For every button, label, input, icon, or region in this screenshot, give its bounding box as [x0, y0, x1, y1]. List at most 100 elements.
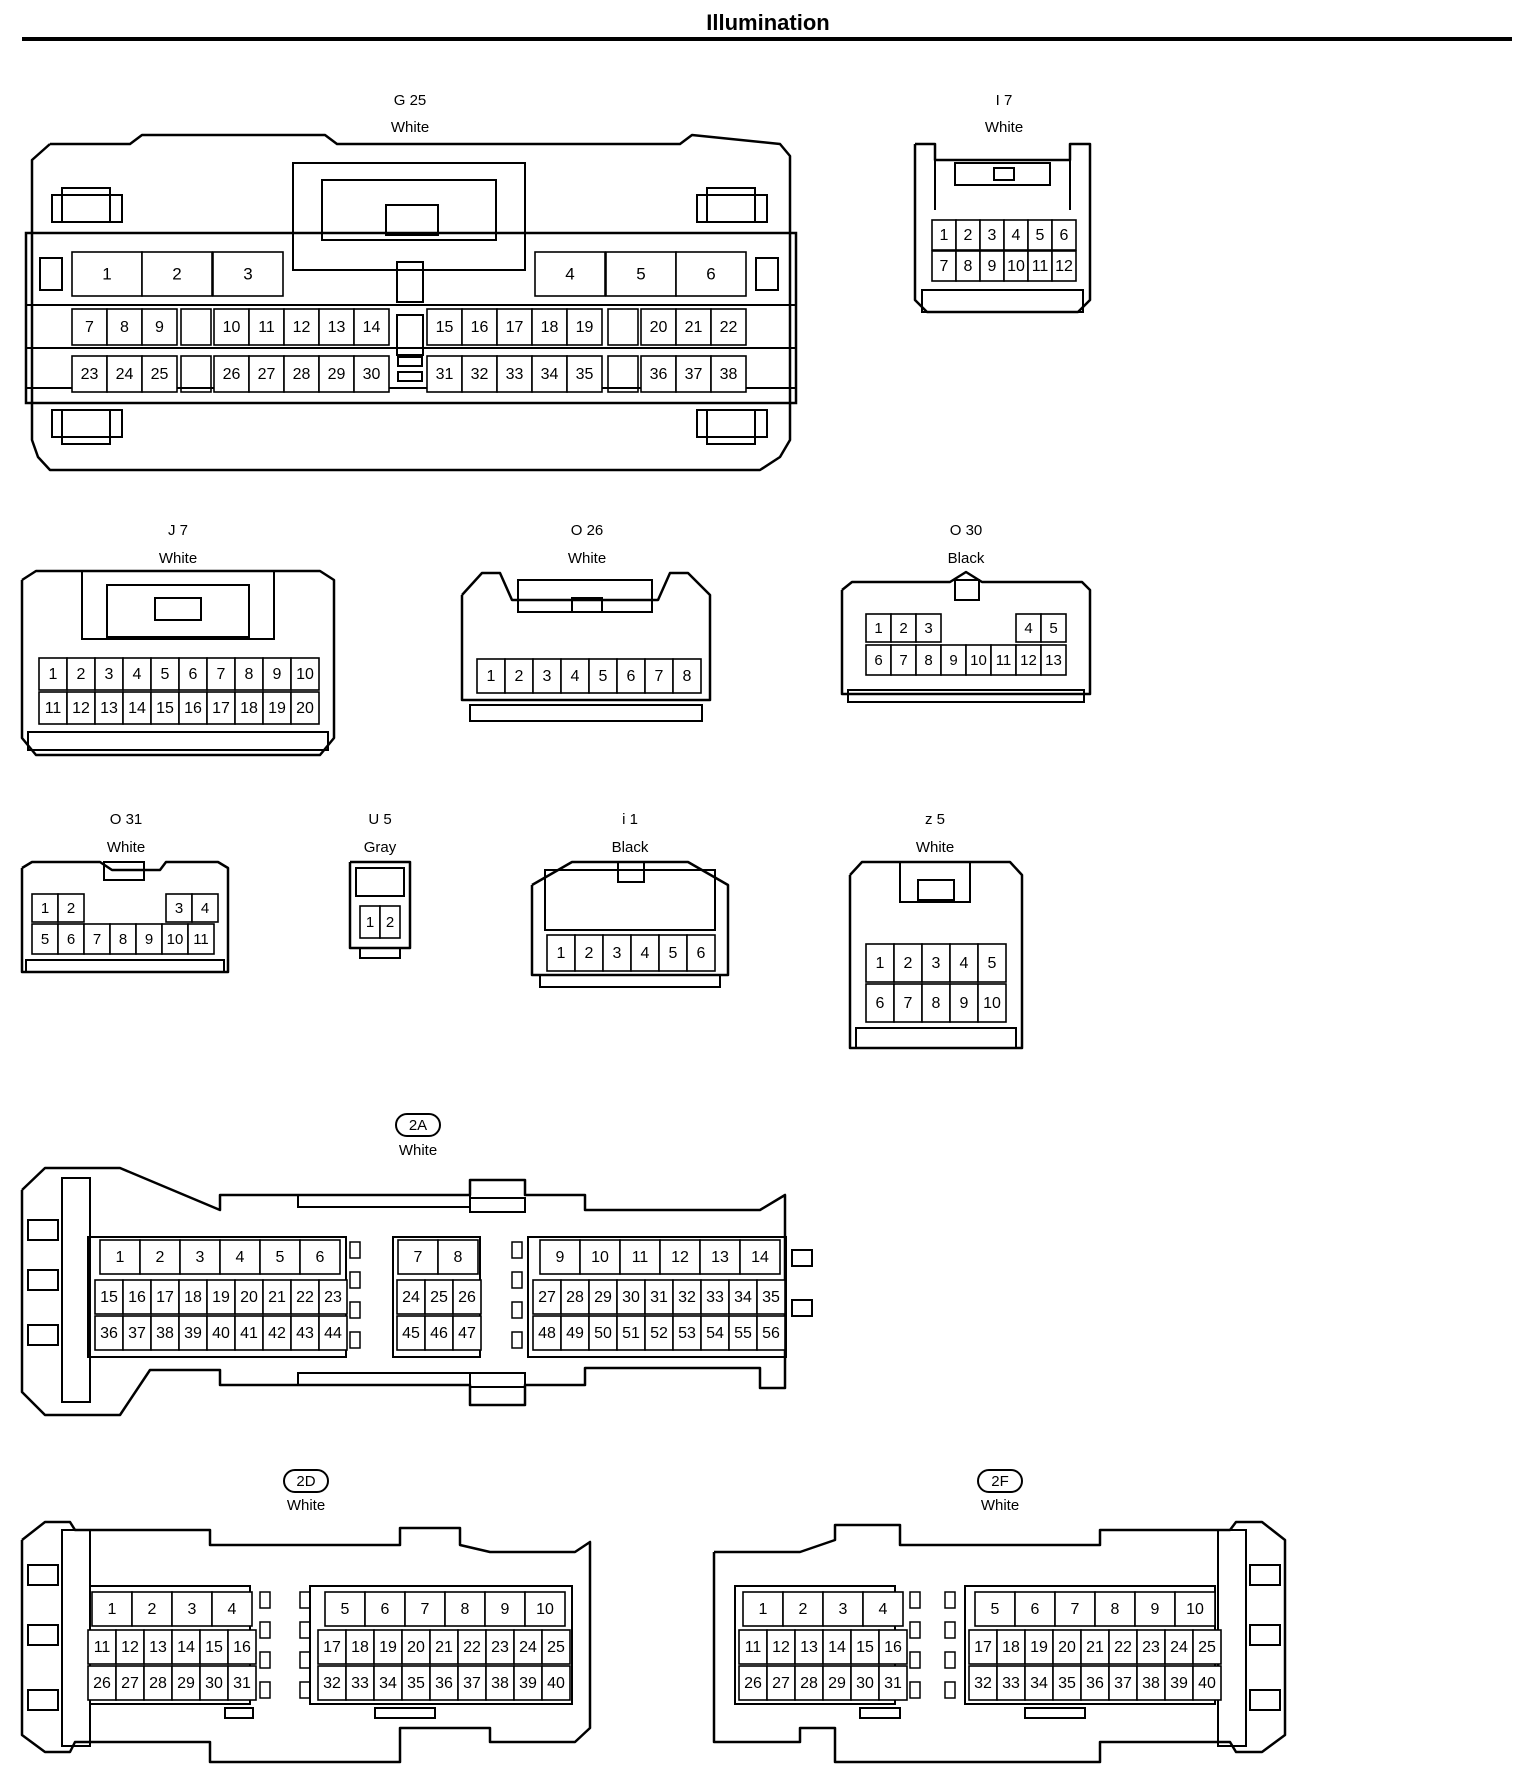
pin-cell	[532, 658, 562, 694]
housing-part	[224, 1707, 254, 1719]
pin-label: 8	[932, 995, 941, 1012]
pin-label: 4	[879, 1601, 888, 1618]
connector-code: i 1	[622, 811, 638, 828]
pin-cell	[452, 1279, 482, 1315]
pin-label: 6	[1031, 1601, 1040, 1618]
pin-label: 27	[121, 1675, 139, 1692]
pin-cell	[504, 658, 534, 694]
pin-label: 29	[328, 366, 346, 383]
housing-part	[607, 355, 639, 393]
pin-cell	[171, 1591, 213, 1627]
pin-label: 5	[636, 264, 645, 283]
pin-label: 3	[988, 227, 997, 244]
housing-part	[397, 356, 423, 367]
housing-part	[106, 584, 250, 638]
pin-label: 11	[1032, 258, 1049, 275]
housing-part	[791, 1299, 813, 1317]
pin-cell	[290, 691, 320, 725]
pin-label: 33	[506, 366, 524, 383]
pin-label: 2	[515, 668, 524, 685]
pin-cell	[213, 308, 250, 346]
badge-oval	[395, 1113, 441, 1137]
pin-label: 40	[547, 1675, 565, 1692]
connector-code: 2F	[991, 1473, 1009, 1490]
connector-code: U 5	[368, 811, 391, 828]
pin-label: 11	[193, 931, 209, 948]
connector-color: White	[287, 1497, 325, 1514]
pin-label: 20	[1058, 1639, 1076, 1656]
pin-label: 33	[1002, 1675, 1020, 1692]
pin-label: 29	[828, 1675, 846, 1692]
pin-label: 15	[100, 1289, 118, 1306]
pin-label: 31	[650, 1289, 668, 1306]
pin-label: 1	[874, 620, 882, 637]
pin-cell	[141, 308, 178, 346]
pin-cell	[424, 1315, 454, 1351]
pin-label: 45	[402, 1325, 420, 1342]
pin-cell	[675, 251, 747, 297]
pin-label: 9	[988, 258, 997, 275]
housing-part	[944, 1621, 956, 1639]
pin-label: 39	[1170, 1675, 1188, 1692]
pin-label: 3	[932, 955, 941, 972]
pin-label: 34	[379, 1675, 397, 1692]
housing-part	[27, 731, 329, 751]
connector-code: z 5	[925, 811, 945, 828]
pin-label: 15	[856, 1639, 874, 1656]
pin-cell	[122, 691, 152, 725]
housing-part	[355, 867, 405, 897]
pin-cell	[1015, 644, 1042, 676]
pin-label: 12	[772, 1639, 790, 1656]
pin-cell	[373, 1665, 403, 1701]
housing-part	[1249, 1689, 1281, 1711]
housing-part	[607, 308, 639, 346]
pin-label: 2	[172, 264, 181, 283]
pin-label: 2	[148, 1601, 157, 1618]
connector-color: White	[107, 839, 145, 856]
housing-part	[180, 308, 212, 346]
pin-label: 12	[121, 1639, 139, 1656]
housing-part	[617, 861, 645, 883]
housing-part	[917, 879, 955, 901]
pin-label: 8	[1111, 1601, 1120, 1618]
housing-part	[349, 1241, 361, 1259]
pin-label: 4	[201, 900, 209, 917]
pin-cell	[672, 658, 702, 694]
pin-label: 19	[379, 1639, 397, 1656]
pin-label: 26	[223, 366, 241, 383]
pin-label: 15	[436, 319, 454, 336]
pin-cell	[87, 1629, 117, 1665]
pin-label: 5	[41, 931, 49, 948]
pin-cell	[437, 1239, 479, 1275]
pin-cell	[675, 355, 712, 393]
pin-cell	[728, 1315, 758, 1351]
pin-label: 23	[1142, 1639, 1160, 1656]
pin-label: 30	[622, 1289, 640, 1306]
pin-cell	[206, 1315, 236, 1351]
pin-cell	[290, 657, 320, 691]
housing-part	[993, 167, 1015, 181]
pin-label: 18	[351, 1639, 369, 1656]
pin-label: 8	[924, 652, 932, 669]
housing-part	[297, 1372, 471, 1386]
pin-cell	[915, 644, 942, 676]
pin-label: 24	[116, 366, 134, 383]
housing-part	[511, 1301, 523, 1319]
pin-label: 7	[899, 652, 907, 669]
pin-cell	[396, 1315, 426, 1351]
connector-code: G 25	[394, 92, 427, 109]
pin-label: 25	[547, 1639, 565, 1656]
pin-cell	[31, 923, 59, 955]
pin-cell	[1052, 1629, 1082, 1665]
pin-label: 5	[276, 1249, 285, 1266]
pin-label: 17	[156, 1289, 174, 1306]
housing-part	[61, 1529, 91, 1747]
pin-label: 5	[161, 666, 170, 683]
pin-label: 21	[685, 319, 703, 336]
pin-label: 7	[414, 1249, 423, 1266]
pin-label: 6	[381, 1601, 390, 1618]
pin-cell	[219, 1239, 261, 1275]
pin-label: 24	[402, 1289, 420, 1306]
pin-label: 31	[884, 1675, 902, 1692]
